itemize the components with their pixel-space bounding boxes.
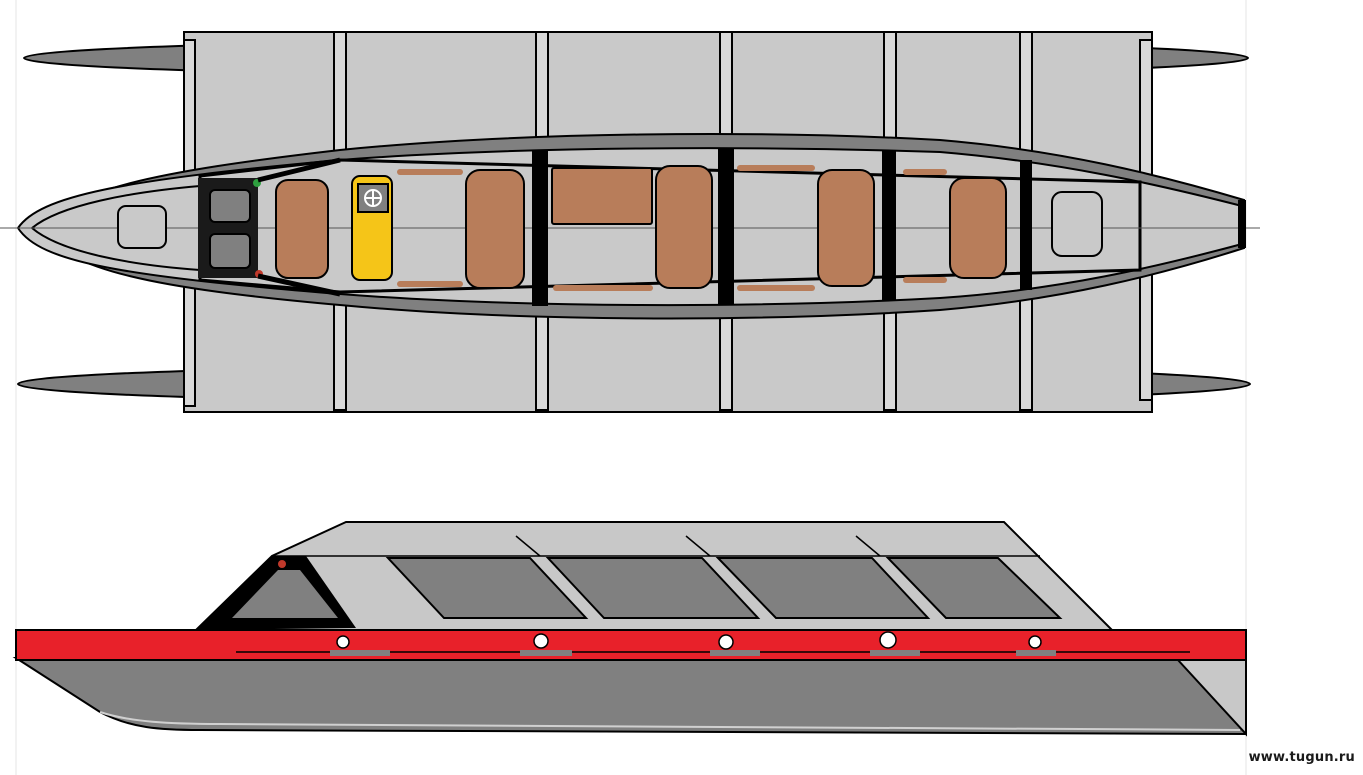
seats xyxy=(275,165,1007,289)
bulkheads xyxy=(532,148,1032,306)
cabin-windows xyxy=(385,557,1063,619)
hull-stripe xyxy=(15,629,1247,661)
portholes xyxy=(336,631,1042,650)
window-3 xyxy=(715,557,931,619)
console-rail-bottom xyxy=(257,273,341,297)
seat-6 xyxy=(949,177,1007,279)
stern-hatch xyxy=(1051,191,1103,257)
porthole-2 xyxy=(533,633,549,649)
console-screen-top xyxy=(209,189,251,223)
side-elevation-view xyxy=(12,521,1247,737)
porthole-5 xyxy=(1028,635,1042,649)
porthole-4 xyxy=(879,631,897,649)
seat-1 xyxy=(275,179,329,279)
mast-light xyxy=(278,560,286,568)
transom xyxy=(1238,200,1246,248)
hull-chine xyxy=(99,711,1241,731)
bow-hatch xyxy=(117,205,167,249)
stripe-fender-strips xyxy=(330,650,1056,656)
bow-inner-line xyxy=(31,185,201,271)
watermark-text: www.tugun.ru xyxy=(1248,750,1355,765)
porthole-1 xyxy=(336,635,350,649)
window-4 xyxy=(885,557,1063,619)
seat-4 xyxy=(655,165,713,289)
seat-table xyxy=(551,167,653,225)
steering-wheel-icon xyxy=(364,189,382,207)
seat-5 xyxy=(817,169,875,287)
seat-3 xyxy=(465,169,525,289)
porthole-3 xyxy=(718,634,734,650)
windshield-glass xyxy=(232,570,338,618)
console-screen-bottom xyxy=(209,233,251,269)
bench-strips xyxy=(397,165,947,291)
lower-hull xyxy=(12,656,1247,736)
console-rail-top xyxy=(257,157,341,183)
window-1 xyxy=(385,557,589,619)
window-2 xyxy=(545,557,761,619)
window-pillars xyxy=(515,535,881,557)
top-plan-view xyxy=(0,31,1260,413)
